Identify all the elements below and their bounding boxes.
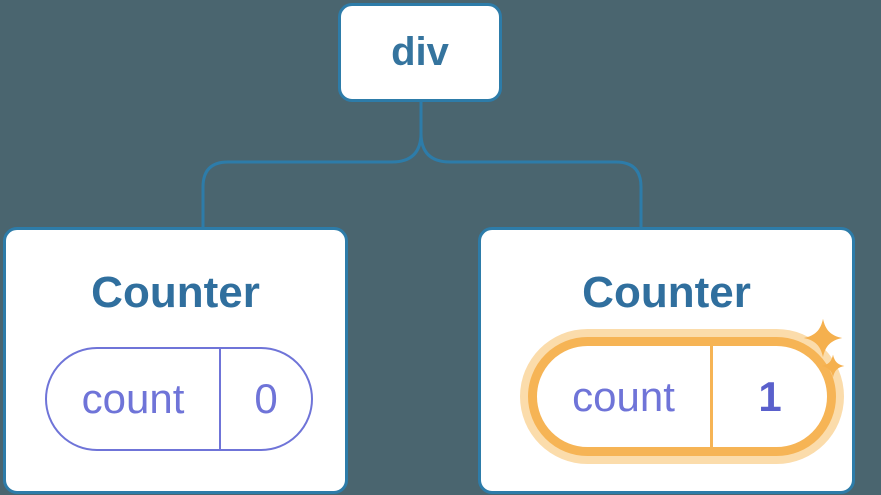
tree-node-div: div xyxy=(338,3,502,102)
root-node-label: div xyxy=(391,30,449,74)
connector-right-branch xyxy=(419,101,643,227)
state-value: 1 xyxy=(758,372,782,420)
state-pill-highlighted: count 1 xyxy=(528,337,836,456)
state-value: 0 xyxy=(254,375,278,422)
state-key: count xyxy=(537,346,713,447)
counter-node-left: Counter count 0 xyxy=(3,227,348,494)
component-title: Counter xyxy=(91,268,260,317)
component-title: Counter xyxy=(582,268,751,317)
state-pill: count 0 xyxy=(45,347,313,451)
connector-left-branch xyxy=(201,101,423,227)
state-key: count xyxy=(47,349,221,449)
counter-node-right: Counter count 1 xyxy=(478,227,855,494)
